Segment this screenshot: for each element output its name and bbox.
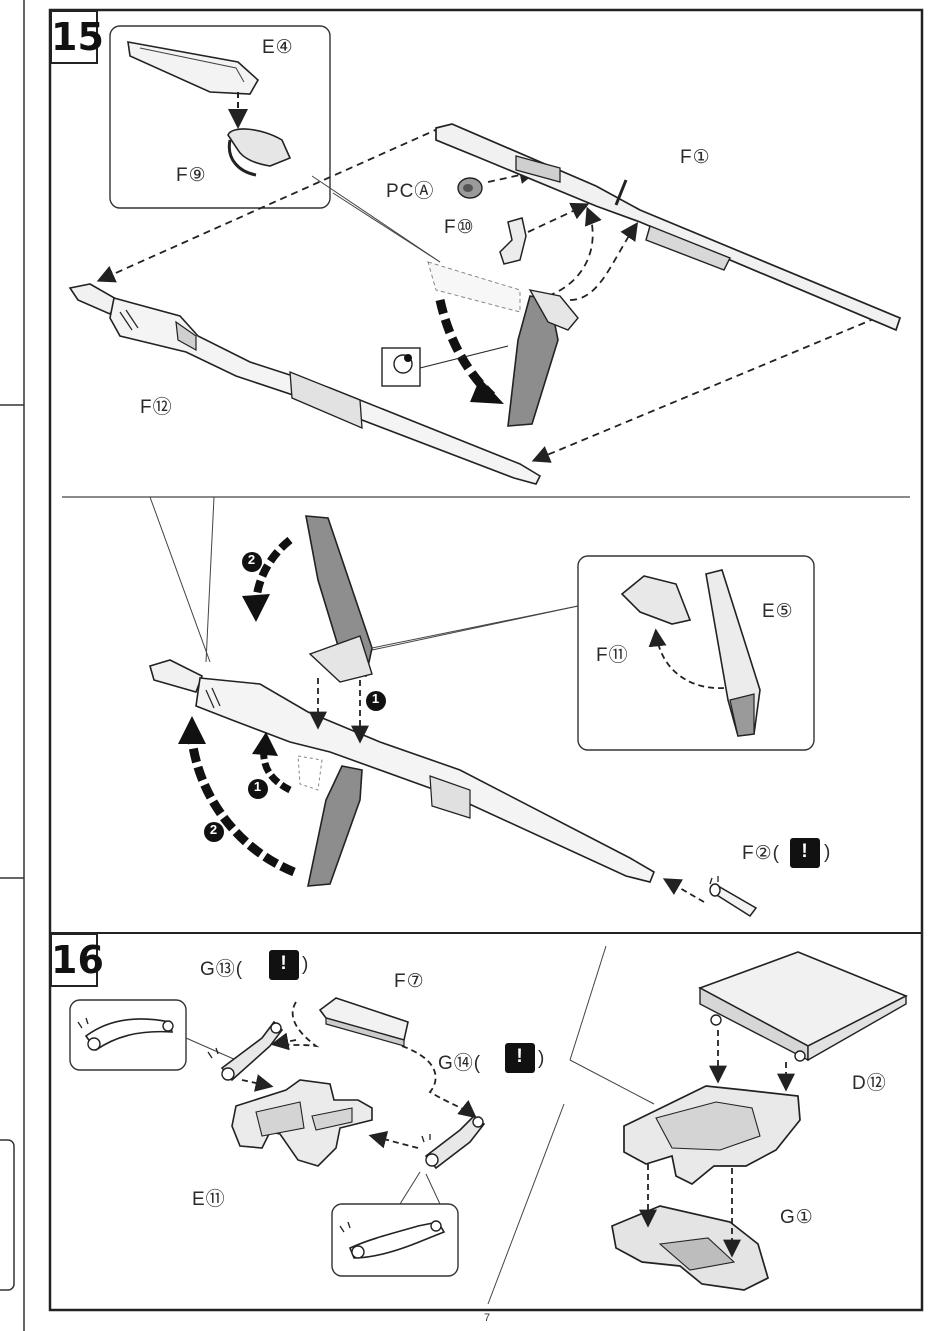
part-f2-pin: [709, 883, 758, 918]
order-marker-1-right: 1: [371, 691, 381, 706]
insert-arrows-16: [241, 1001, 477, 1149]
label-g13-end: ): [302, 954, 310, 975]
label-f2-end: ): [824, 842, 832, 863]
part-g1: [611, 1205, 770, 1291]
step-15-box: [50, 10, 98, 64]
attention-ticks: [77, 876, 719, 1233]
order-marker-2-top: 2: [247, 552, 257, 567]
label-pca: PCⒶ: [386, 181, 435, 202]
label-f2: F②(: [742, 843, 780, 864]
part-pc-a: [457, 177, 483, 199]
label-f7: F⑦: [394, 971, 425, 992]
label-d12: D⑫: [852, 1073, 887, 1094]
label-g13: G⑬(: [200, 959, 244, 980]
label-e11: E⑪: [192, 1189, 226, 1210]
label-f11: F⑪: [596, 645, 629, 666]
order-marker-1-left: 1: [253, 779, 263, 794]
order-marker-2-bottom: 2: [209, 822, 219, 837]
fold-arrow-icon: [435, 299, 504, 404]
caution-mark-g14: !: [516, 1046, 524, 1067]
inset-e5-f11: [371, 555, 815, 751]
motion-arrows: [178, 536, 296, 877]
inset-e4-f9: [109, 25, 331, 209]
caution-mark-f2: !: [801, 841, 809, 862]
page-frame: [48, 8, 924, 1312]
insert-arrow-icon: [309, 628, 725, 903]
step-number-16: 16: [51, 938, 104, 982]
inset-g13: [69, 999, 237, 1071]
label-g1: G①: [780, 1207, 814, 1228]
sticker-marker-icon: [381, 345, 509, 387]
label-f9: F⑨: [176, 165, 207, 186]
label-f10: F⑩: [444, 217, 475, 238]
part-g14: [424, 1114, 486, 1170]
part-fin-assembly-15: [427, 261, 579, 427]
label-f12: F⑫: [140, 397, 173, 418]
assembly-arrows-16-right: [639, 1030, 795, 1258]
part-f12-barrel: [68, 283, 542, 485]
caution-mark-g13: !: [280, 953, 288, 974]
part-fin-upper: [305, 515, 373, 683]
caution-icon: [269, 838, 820, 1073]
part-frame-assembly: [623, 1085, 801, 1186]
label-g14-end: ): [538, 1048, 546, 1069]
part-f7: [318, 997, 409, 1047]
part-e11: [231, 1079, 373, 1167]
step-number-15: 15: [51, 15, 104, 59]
part-f10: [499, 217, 527, 265]
part-f1-frame: [435, 123, 902, 332]
part-fin-lower: [297, 755, 363, 887]
part-d12-tray: [698, 951, 908, 1062]
left-margin-strip: [0, 0, 25, 1331]
label-f1: F①: [680, 147, 711, 168]
step-16-box: [50, 933, 98, 987]
label-e4: E④: [262, 37, 294, 58]
label-e5: E⑤: [762, 601, 794, 622]
part-g13: [220, 1020, 284, 1082]
page-number: 7: [484, 1312, 491, 1324]
inset-g14: [331, 1171, 459, 1277]
step-order-markers: [204, 552, 386, 842]
label-g14: G⑭(: [438, 1053, 482, 1074]
